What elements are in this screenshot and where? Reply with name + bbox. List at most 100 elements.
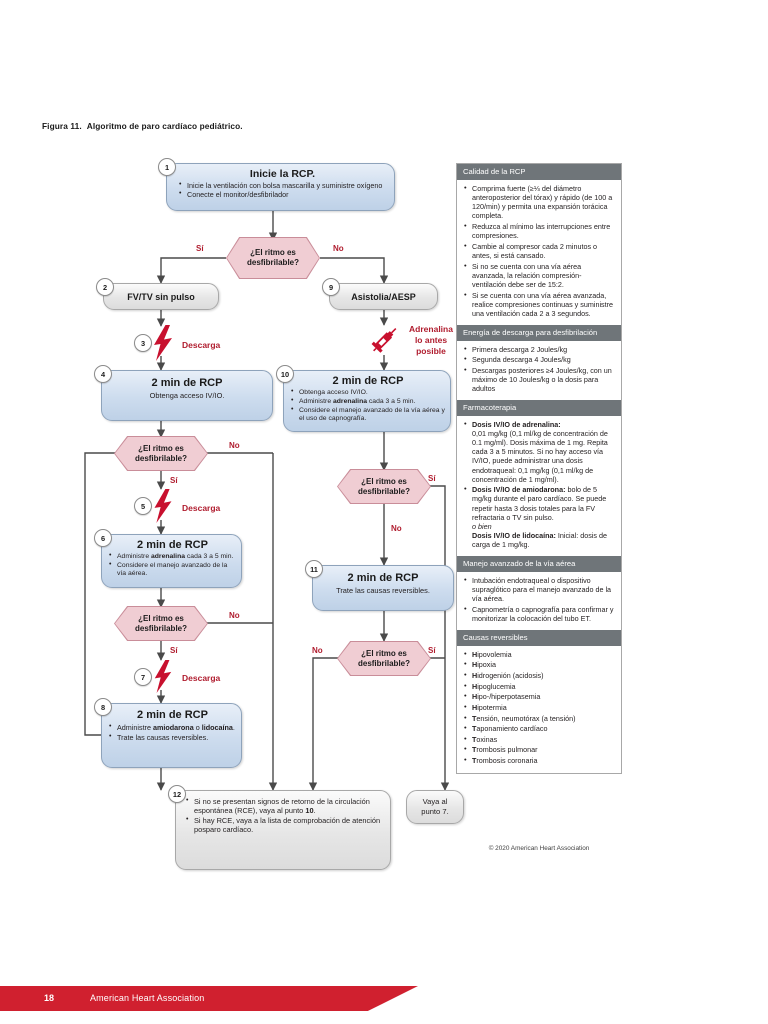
syringe-icon xyxy=(371,328,397,353)
branch-label-si-3: Sí xyxy=(170,646,178,655)
step-number-6: 6 xyxy=(94,529,112,547)
step-number-8: 8 xyxy=(94,698,112,716)
panel-body: Comprima fuerte (≥⅓ del diámetro anterop… xyxy=(457,180,621,324)
node-10-cpr-2min: 2 min de RCP Obtenga acceso IV/IO. Admin… xyxy=(283,370,451,432)
node-12-rosc-check: Si no se presentan signos de retorno de … xyxy=(175,790,391,870)
info-panels-column: Calidad de la RCP Comprima fuerte (≥⅓ de… xyxy=(456,163,622,774)
panel-item: Intubación endotraqueal o dispositivo su… xyxy=(464,575,615,603)
node-4-cpr-2min: 2 min de RCP Obtenga acceso IV/IO. xyxy=(101,370,273,421)
decision-2-text: ¿El ritmo es desfibrilable? xyxy=(134,443,187,463)
node-8-bullet: Administre amiodarona o lidocaína. xyxy=(109,723,236,732)
node-1-bullet: Inicie la ventilación con bolsa mascaril… xyxy=(179,180,386,190)
node-6-bullet: Considere el manejo avanzado de la vía a… xyxy=(109,561,236,578)
footer-org-name: American Heart Association xyxy=(90,993,205,1003)
panel-header: Manejo avanzado de la vía aérea xyxy=(457,555,621,572)
panel-item: Tensión, neumotórax (a tensión) xyxy=(464,712,615,723)
branch-label-no-3: No xyxy=(229,611,240,620)
node-9-title: Asistolia/AESP xyxy=(351,291,416,302)
decision-3-label: ¿El ritmo es desfibrilable? xyxy=(115,607,207,640)
step-number-12: 12 xyxy=(168,785,186,803)
node-10-title: 2 min de RCP xyxy=(332,375,404,387)
panel-header: Farmacoterapia xyxy=(457,399,621,416)
step-number-1: 1 xyxy=(158,158,176,176)
branch-label-no-4: No xyxy=(391,524,402,533)
node-9-asystole-pea: Asistolia/AESP xyxy=(329,283,438,310)
node-12-bullet: Si no se presentan signos de retorno de … xyxy=(186,797,382,815)
node-8-title: 2 min de RCP xyxy=(137,709,208,721)
panel-item: Capnometría o capnografía para confirmar… xyxy=(464,604,615,623)
panel-body: Intubación endotraqueal o dispositivo su… xyxy=(457,572,621,630)
goto-line-1: Vaya al xyxy=(422,796,448,806)
panel-item: Trombosis pulmonar xyxy=(464,744,615,754)
panel-item: Si se cuenta con una vía aérea avanzada,… xyxy=(464,290,615,318)
branch-label-si-4: Sí xyxy=(428,474,436,483)
panel-manejo-via-aerea: Manejo avanzado de la vía aérea Intubaci… xyxy=(457,555,621,630)
panel-body: Dosis IV/IO de adrenalina:0,01 mg/kg (0,… xyxy=(457,416,621,556)
node-4-subtext: Obtenga acceso IV/IO. xyxy=(149,391,225,400)
panel-causas-reversibles: Causas reversibles Hipovolemia Hipoxia H… xyxy=(457,629,621,773)
step-number-10: 10 xyxy=(276,365,294,383)
decision-1-label: ¿El ritmo es desfibrilable? xyxy=(227,238,319,278)
panel-item: Comprima fuerte (≥⅓ del diámetro anterop… xyxy=(464,183,615,221)
figure-number: Figura 11. xyxy=(42,121,82,131)
panel-item: Cambie al compresor cada 2 minutos o ant… xyxy=(464,241,615,260)
panel-item: Hipo-/hiperpotasemia xyxy=(464,691,615,701)
node-11-title: 2 min de RCP xyxy=(347,572,419,584)
panel-item: Hipoxia xyxy=(464,659,615,669)
decision-2-shockable: ¿El ritmo es desfibrilable? xyxy=(114,436,208,471)
decision-4-label: ¿El ritmo es desfibrilable? xyxy=(338,470,430,503)
step-number-5: 5 xyxy=(134,497,152,515)
branch-label-si-1: Sí xyxy=(196,244,204,253)
panel-farmacoterapia: Farmacoterapia Dosis IV/IO de adrenalina… xyxy=(457,399,621,556)
panel-item: Hipovolemia xyxy=(464,649,615,659)
step-number-4: 4 xyxy=(94,365,112,383)
footer-bar xyxy=(0,986,418,1011)
step-number-9: 9 xyxy=(322,278,340,296)
panel-item: Trombosis coronaria xyxy=(464,755,615,765)
branch-label-si-5: Sí xyxy=(428,646,436,655)
branch-label-no-1: No xyxy=(333,244,344,253)
shock-label-5: Descarga xyxy=(182,503,221,513)
page-number: 18 xyxy=(44,993,55,1003)
panel-item: Descargas posteriores ≥4 Joules/kg, con … xyxy=(464,365,615,393)
panel-item: Si no se cuenta con una vía aérea avanza… xyxy=(464,261,615,289)
node-8-bullet: Trate las causas reversibles. xyxy=(109,733,236,742)
panel-item: Hipotermia xyxy=(464,702,615,712)
node-2-vf-pvt: FV/TV sin pulso xyxy=(103,283,219,310)
panel-body: Primera descarga 2 Joules/kg Segunda des… xyxy=(457,341,621,400)
step-number-7: 7 xyxy=(134,668,152,686)
panel-body: Hipovolemia Hipoxia Hidrogenión (acidosi… xyxy=(457,646,621,773)
lightning-bolt-icon xyxy=(154,660,172,693)
panel-energia-descarga: Energía de descarga para desfibrilación … xyxy=(457,324,621,400)
node-1-bullet: Conecte el monitor/desfibrilador xyxy=(179,190,386,199)
decision-4-shockable: ¿El ritmo es desfibrilable? xyxy=(337,469,431,504)
node-11-cpr-2min: 2 min de RCP Trate las causas reversible… xyxy=(312,565,454,611)
panel-item: Hidrogenión (acidosis) xyxy=(464,670,615,680)
lightning-bolt-icon xyxy=(154,325,172,361)
step-number-3: 3 xyxy=(134,334,152,352)
panel-item: Dosis IV/IO de amiodarona: bolo de 5 mg/… xyxy=(464,484,615,549)
figure-title: Algoritmo de paro cardíaco pediátrico. xyxy=(86,121,243,131)
shock-label-3: Descarga xyxy=(182,340,221,350)
node-1-start-cpr: Inicie la RCP. Inicie la ventilación con… xyxy=(166,163,395,211)
branch-label-no-2: No xyxy=(229,441,240,450)
node-12-bullet: Si hay RCE, vaya a la lista de comprobac… xyxy=(186,816,382,834)
panel-calidad-rcp: Calidad de la RCP Comprima fuerte (≥⅓ de… xyxy=(457,164,621,325)
decision-1-shockable: ¿El ritmo es desfibrilable? xyxy=(226,237,320,279)
node-10-bullet: Considere el manejo avanzado de la vía a… xyxy=(291,406,445,423)
decision-4-text: ¿El ritmo es desfibrilable? xyxy=(357,476,410,496)
node-2-title: FV/TV sin pulso xyxy=(127,291,195,302)
panel-item: Reduzca al mínimo las interrupciones ent… xyxy=(464,221,615,240)
figure-caption: Figura 11. Algoritmo de paro cardíaco ped… xyxy=(42,121,243,131)
node-10-bullet: Administre adrenalina cada 3 a 5 min. xyxy=(291,397,445,406)
panel-item: Segunda descarga 4 Joules/kg xyxy=(464,354,615,364)
goto-point-7: Vaya al punto 7. xyxy=(406,790,464,824)
lightning-bolt-icon xyxy=(154,489,172,523)
panel-header: Causas reversibles xyxy=(457,629,621,646)
node-11-subtext: Trate las causas reversibles. xyxy=(336,586,430,595)
step-number-2: 2 xyxy=(96,278,114,296)
node-6-bullet: Administre adrenalina cada 3 a 5 min. xyxy=(109,552,236,561)
panel-item: Toxinas xyxy=(464,734,615,744)
panel-header: Energía de descarga para desfibrilación xyxy=(457,324,621,341)
